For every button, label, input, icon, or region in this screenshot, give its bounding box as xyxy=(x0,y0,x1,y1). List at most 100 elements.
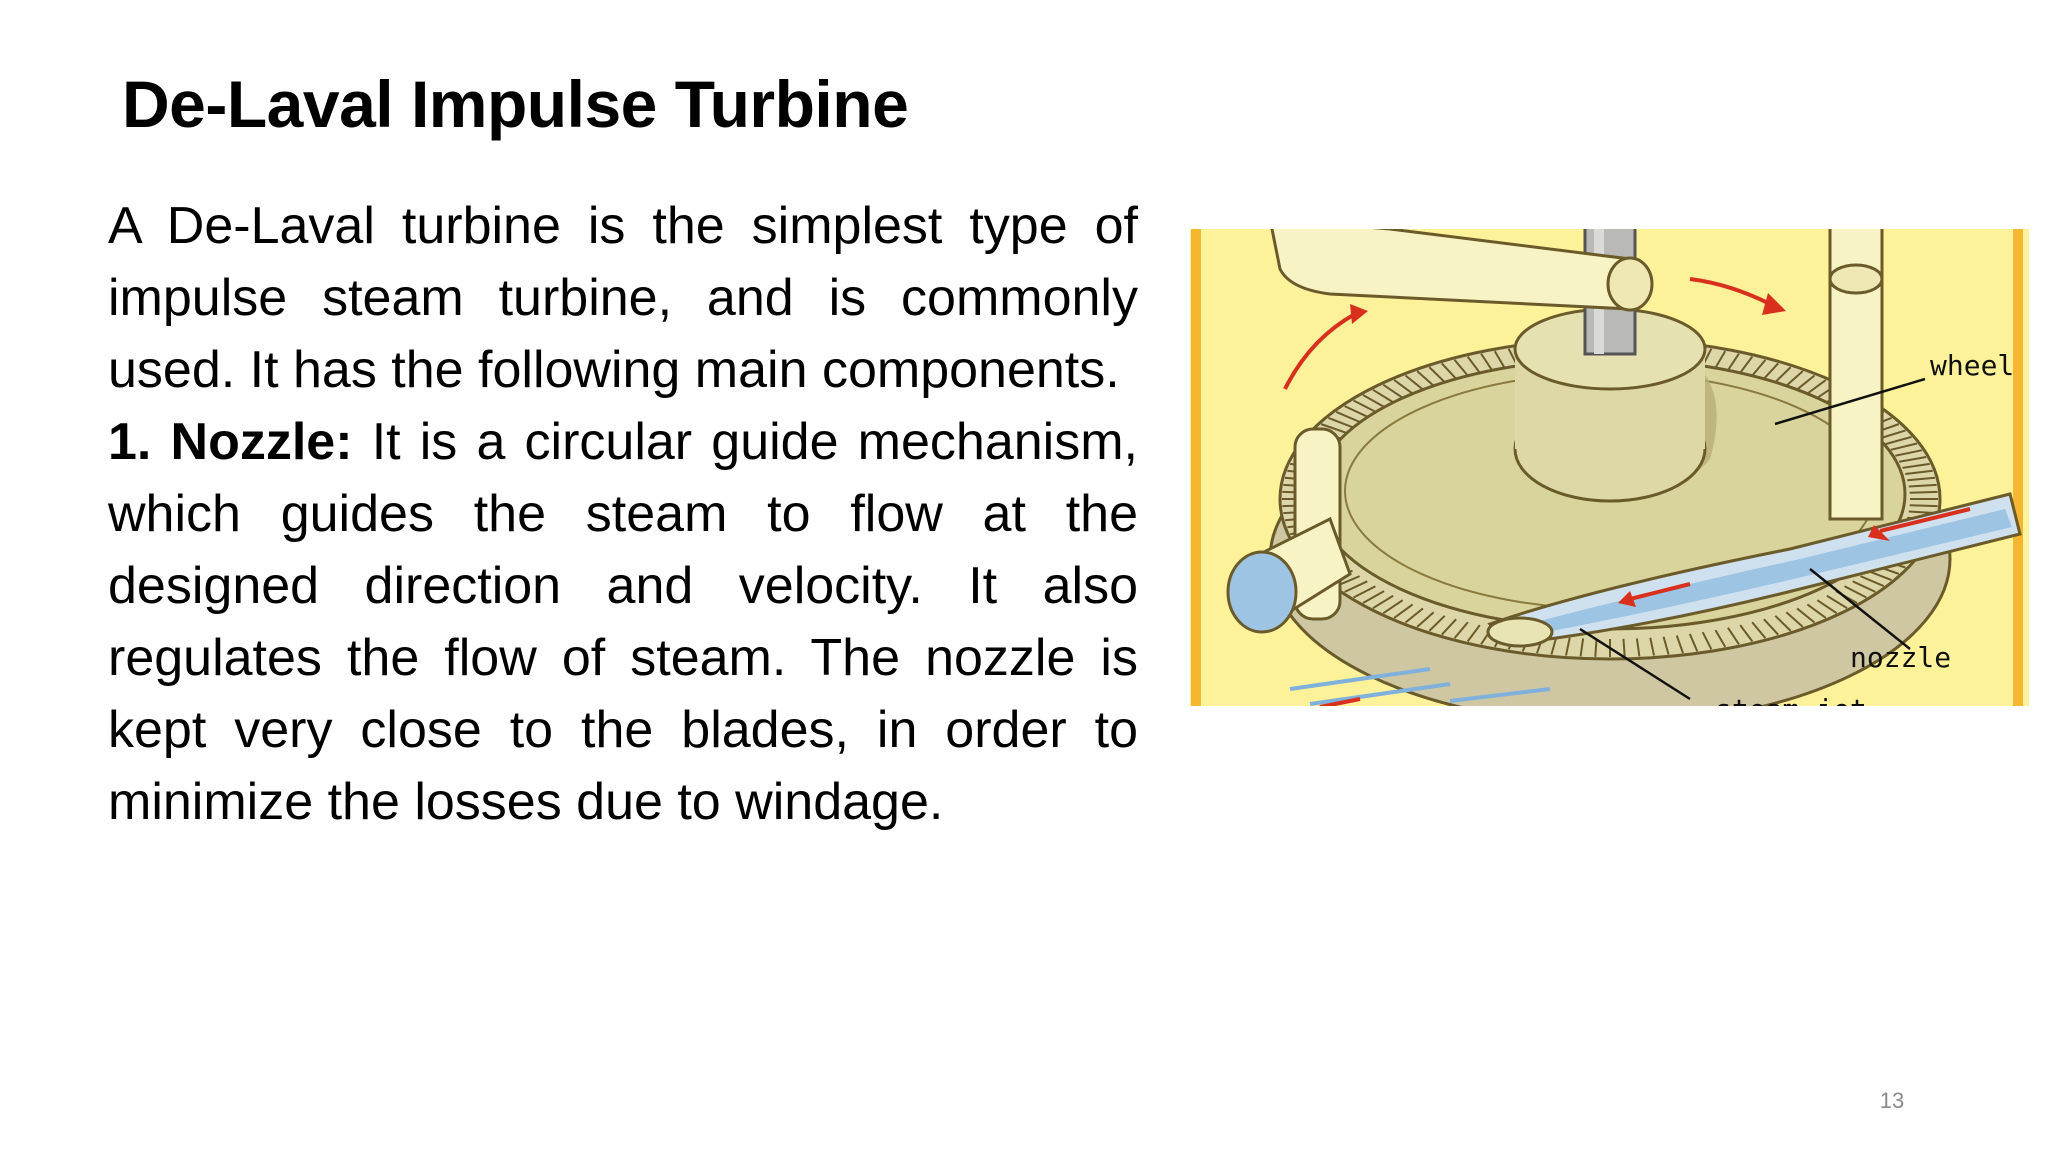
blade xyxy=(1902,462,1930,469)
figure-border xyxy=(1191,229,2023,706)
blade xyxy=(1852,580,1876,593)
blade xyxy=(1796,374,1816,391)
blade xyxy=(1353,585,1376,599)
blade xyxy=(1714,629,1727,648)
blade xyxy=(1859,575,1885,587)
blade xyxy=(1594,638,1598,657)
blade xyxy=(1899,455,1927,463)
blade xyxy=(1441,618,1457,636)
blade xyxy=(1466,624,1481,642)
blade xyxy=(1564,637,1571,656)
rotation-arrow-right xyxy=(1689,277,1771,306)
blade xyxy=(1763,362,1779,380)
blade xyxy=(1806,603,1827,619)
blade xyxy=(1885,435,1912,445)
nozzle-heading: 1. Nozzle: xyxy=(108,413,353,471)
blade xyxy=(1796,607,1816,624)
body-text: A De-Laval turbine is the simplest type … xyxy=(108,190,1138,838)
intro-paragraph: A De-Laval turbine is the simplest type … xyxy=(108,197,1138,399)
wheel-label: wheel xyxy=(1930,349,2014,382)
blade xyxy=(1751,621,1767,639)
blade xyxy=(1785,370,1804,387)
steam-jet-line xyxy=(1449,687,1551,703)
steam-jet-line xyxy=(1289,667,1431,691)
steam-arrowhead xyxy=(1868,525,1890,541)
blade xyxy=(1806,379,1827,395)
blade xyxy=(1344,405,1368,418)
steam-jet-line xyxy=(1309,682,1451,706)
blade xyxy=(1550,636,1558,655)
nozzle-paragraph: 1. Nozzle: It is a circular guide mechan… xyxy=(108,406,1138,838)
steam-arrowhead-2 xyxy=(1618,591,1636,607)
blade xyxy=(1785,611,1804,628)
blade xyxy=(1441,362,1457,380)
steam-flow xyxy=(1510,509,2012,637)
wheel-leader-line xyxy=(1774,377,1926,426)
blade xyxy=(1662,636,1670,655)
blade xyxy=(1739,624,1754,642)
blade xyxy=(1393,603,1414,619)
blade xyxy=(1714,350,1727,369)
blade xyxy=(1688,633,1699,652)
blade xyxy=(1622,638,1626,657)
nozzle-label: nozzle xyxy=(1850,641,1951,674)
blade xyxy=(1701,631,1713,650)
blade xyxy=(1675,635,1684,654)
blade xyxy=(1909,504,1938,508)
rotation-arrowhead-left xyxy=(1350,304,1368,324)
blade xyxy=(1466,356,1481,374)
blade xyxy=(1763,618,1779,636)
slide-title: De-Laval Impulse Turbine xyxy=(122,67,909,141)
blade xyxy=(1382,599,1404,615)
blade xyxy=(1649,637,1656,656)
blade xyxy=(1335,411,1361,423)
blade xyxy=(1816,599,1838,615)
blade xyxy=(1908,483,1937,488)
blade xyxy=(1739,356,1754,374)
blade xyxy=(1328,417,1353,429)
blade xyxy=(1579,638,1585,657)
blade xyxy=(1907,476,1936,482)
blade xyxy=(1372,388,1394,404)
blade xyxy=(1751,359,1767,377)
blade xyxy=(1895,449,1923,457)
blade xyxy=(1428,366,1446,383)
blade xyxy=(1844,585,1867,599)
blade xyxy=(1382,383,1404,399)
exhaust-pipe-opening xyxy=(1226,550,1298,634)
blade xyxy=(1416,370,1435,387)
blade xyxy=(1344,580,1368,593)
blade xyxy=(1428,615,1446,632)
blade xyxy=(1909,490,1938,494)
blade xyxy=(1635,638,1641,657)
blade xyxy=(1416,611,1435,628)
turbine-illustration: (function(){ var g = document.currentScr… xyxy=(1190,229,2029,706)
blade xyxy=(1727,627,1740,645)
page-number: 13 xyxy=(1879,1088,1905,1113)
turbine-figure: (function(){ var g = document.currentScr… xyxy=(1190,229,2029,706)
top-pipe-end xyxy=(1606,256,1654,312)
nozzle-mouth xyxy=(1486,616,1554,648)
nozzle-description: It is a circular guide mechanism, which … xyxy=(108,413,1138,831)
steam-arrow-2 xyxy=(1629,582,1691,601)
nozzle-leader-line xyxy=(1809,568,1911,650)
blade xyxy=(1353,399,1376,413)
steam-jet-label: steam jet xyxy=(1715,693,1867,706)
blade xyxy=(1453,621,1469,639)
blade xyxy=(1320,423,1347,434)
blade xyxy=(1727,353,1740,371)
rotation-arrow-left xyxy=(1283,312,1356,390)
blade xyxy=(1826,594,1848,610)
blade xyxy=(1453,359,1469,377)
blade xyxy=(1404,607,1424,624)
blade xyxy=(1362,394,1385,408)
blade xyxy=(1480,353,1493,371)
steam-jet-lines xyxy=(1289,667,1551,706)
blade xyxy=(1372,594,1394,610)
rotation-arrowhead-right xyxy=(1762,293,1786,315)
steam-arrow xyxy=(1879,507,1971,533)
blade xyxy=(1890,442,1918,451)
blade xyxy=(1774,366,1792,383)
steam-jet-leader-line xyxy=(1579,627,1691,701)
